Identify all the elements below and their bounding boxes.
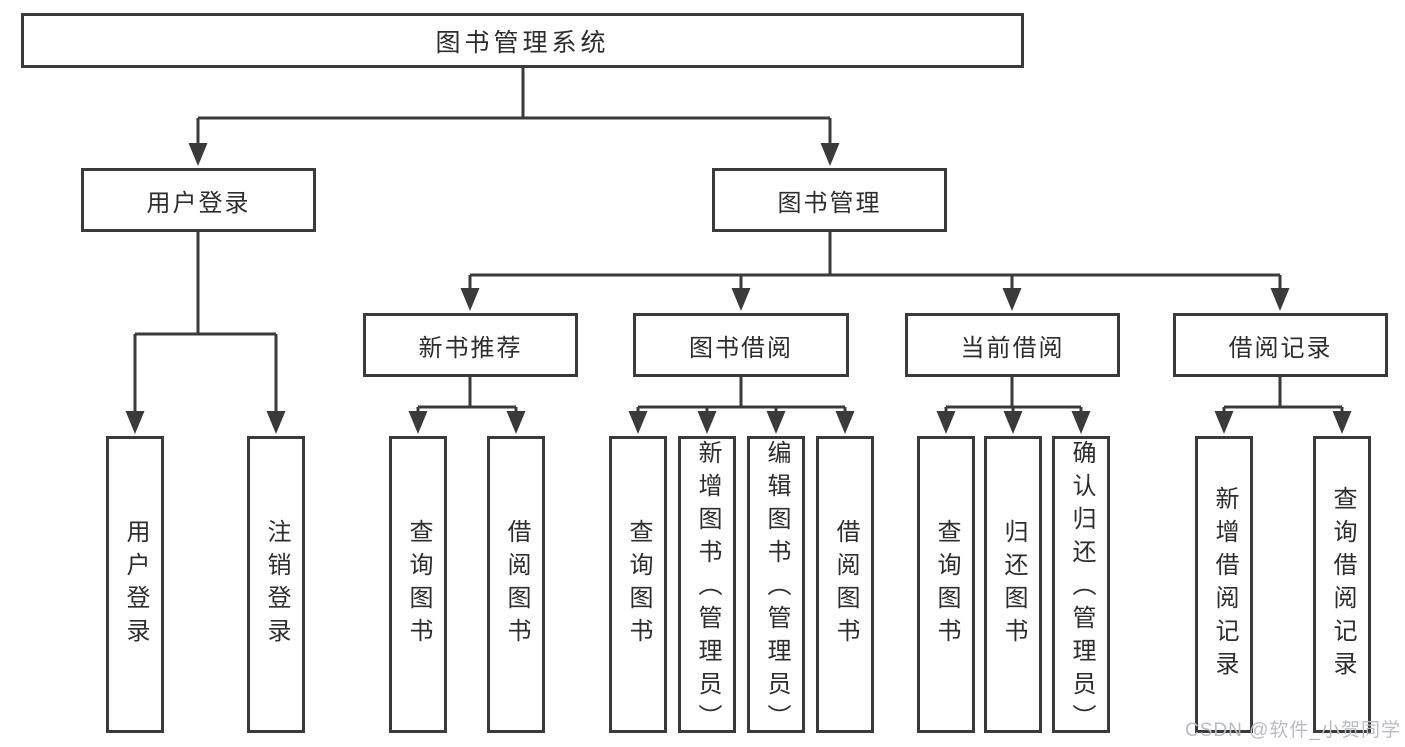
leaf-add-book-admin-label: 新增图书（管理员） <box>694 439 721 737</box>
connector-userlogin-to-leaves <box>125 232 286 434</box>
leaf-logout-label: 注销登录 <box>263 518 290 651</box>
node-book-management: 图书管理 <box>712 168 947 232</box>
csdn-watermark: CSDN @软件_小贺同学 <box>1185 720 1401 741</box>
leaf-query-borrow-record-label: 查询借阅记录 <box>1329 485 1356 684</box>
leaf-query-borrow-record: 查询借阅记录 <box>1313 436 1371 733</box>
leaf-confirm-return-admin: 确认归还（管理员） <box>1052 436 1110 737</box>
node-book-management-label: 图书管理 <box>777 189 882 217</box>
node-user-login: 用户登录 <box>81 168 316 232</box>
leaf-edit-book-admin: 编辑图书（管理员） <box>747 436 805 737</box>
node-new-book-recommend-label: 新书推荐 <box>418 334 523 362</box>
leaf-logout: 注销登录 <box>247 436 305 733</box>
leaf-borrow-books-recommend: 借阅图书 <box>487 436 545 733</box>
leaf-user-login-label: 用户登录 <box>122 518 149 651</box>
leaf-edit-book-admin-label: 编辑图书（管理员） <box>763 439 790 737</box>
leaf-query-books-current-label: 查询图书 <box>933 518 960 651</box>
leaf-borrow-books-recommend-label: 借阅图书 <box>503 518 530 651</box>
leaf-return-book-label: 归还图书 <box>1000 518 1027 651</box>
leaf-borrow-books-label: 借阅图书 <box>832 518 859 651</box>
leaf-query-books-current: 查询图书 <box>917 436 975 733</box>
node-new-book-recommend: 新书推荐 <box>363 313 578 377</box>
leaf-query-books-recommend-label: 查询图书 <box>405 518 432 651</box>
node-borrow-records: 借阅记录 <box>1173 313 1388 377</box>
node-current-borrow: 当前借阅 <box>905 313 1120 377</box>
leaf-user-login: 用户登录 <box>106 436 164 733</box>
leaf-borrow-books: 借阅图书 <box>816 436 874 733</box>
node-library-system-label: 图书管理系统 <box>435 28 610 57</box>
node-current-borrow-label: 当前借阅 <box>960 334 1065 362</box>
connector-borrow-to-leaves <box>628 377 855 434</box>
connector-root-to-level2 <box>188 68 840 166</box>
connector-records-to-leaves <box>1214 377 1352 434</box>
leaf-confirm-return-admin-label: 确认归还（管理员） <box>1068 439 1095 737</box>
connector-recommend-to-leaves <box>408 377 526 434</box>
connector-current-to-leaves <box>936 377 1091 434</box>
leaf-add-book-admin: 新增图书（管理员） <box>678 436 736 737</box>
connector-bookmgmt-to-level3 <box>460 232 1290 311</box>
leaf-add-borrow-record: 新增借阅记录 <box>1195 436 1253 733</box>
node-borrow-records-label: 借阅记录 <box>1228 334 1333 362</box>
node-user-login-label: 用户登录 <box>146 189 251 217</box>
node-book-borrow: 图书借阅 <box>633 313 849 377</box>
leaf-return-book: 归还图书 <box>984 436 1042 733</box>
node-book-borrow-label: 图书借阅 <box>689 334 793 362</box>
leaf-query-books-borrow: 查询图书 <box>609 436 667 733</box>
leaf-query-books-borrow-label: 查询图书 <box>625 518 652 651</box>
node-library-system: 图书管理系统 <box>21 13 1024 68</box>
leaf-query-books-recommend: 查询图书 <box>389 436 447 733</box>
leaf-add-borrow-record-label: 新增借阅记录 <box>1211 485 1238 684</box>
